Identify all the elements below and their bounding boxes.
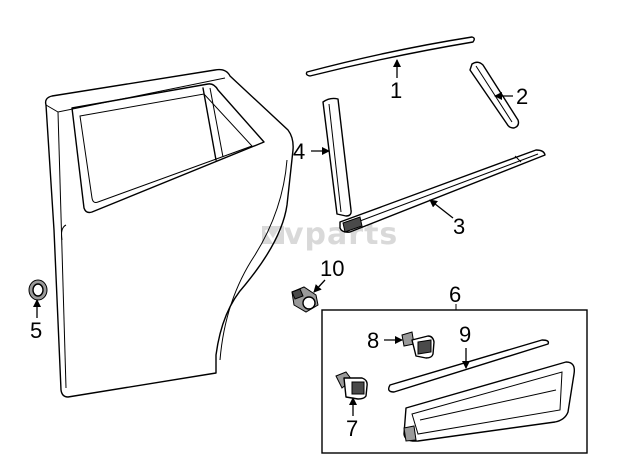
callout-8: 8 (367, 328, 379, 353)
part-4-pillar-garnish (322, 97, 352, 217)
part-3-belt-molding (339, 149, 546, 233)
callout-1: 1 (390, 78, 402, 103)
callout-labels: 1 2 3 4 5 6 7 8 9 10 (30, 78, 528, 441)
callout-9: 9 (459, 322, 471, 347)
part-1-roof-molding (305, 36, 475, 77)
callout-3: 3 (453, 214, 465, 239)
callout-4: 4 (293, 139, 305, 164)
callout-arrows (33, 59, 513, 416)
callout-10: 10 (320, 256, 344, 281)
part-5-grommet (28, 279, 48, 301)
callout-2: 2 (516, 84, 528, 109)
callout-7: 7 (346, 416, 358, 441)
part-6-group-box (321, 304, 588, 454)
part-8-fastener (401, 331, 435, 359)
rear-door (44, 68, 294, 398)
part-10-clip (291, 286, 319, 313)
part-7-clip (335, 371, 368, 400)
callout-6: 6 (449, 282, 461, 307)
part-2-rear-trim (469, 61, 520, 129)
callout-5: 5 (30, 318, 42, 343)
lower-door-molding (403, 361, 576, 442)
